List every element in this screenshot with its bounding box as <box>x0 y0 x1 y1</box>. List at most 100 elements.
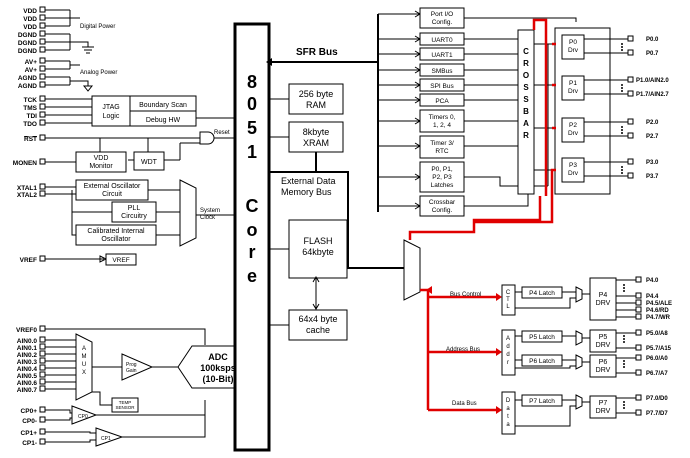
sfr-bus-label: SFR Bus <box>296 47 338 58</box>
pin-monen: MONEN <box>13 160 38 167</box>
svg-text:5: 5 <box>247 118 257 138</box>
red-external-bus: Bus Control Address Bus Data Bus <box>403 18 556 414</box>
pin-avplus-1: AV+ <box>25 59 38 66</box>
pin-p7-0: P7.0/D0 <box>646 396 668 402</box>
p5-latch-label: P5 Latch <box>529 334 555 341</box>
vref-box-label: VREF <box>112 257 129 264</box>
p4-driver-box <box>589 277 617 321</box>
reset-and-gate <box>199 131 215 145</box>
uart0-label: UART0 <box>431 37 453 44</box>
pin-vdd-3: VDD <box>23 24 37 31</box>
data-bus-label: Data Bus <box>452 401 477 407</box>
timer3-rtc-box <box>419 135 465 159</box>
pin-p4-4: P4.4 <box>646 294 659 300</box>
svg-text:S: S <box>523 83 529 92</box>
pin-tms: TMS <box>23 105 37 112</box>
pin-ain0-0: AIN0.0 <box>17 338 38 345</box>
p4-latch-label: P4 Latch <box>529 290 555 297</box>
pin-cp0-minus: CP0- <box>22 418 37 425</box>
svg-text:o: o <box>247 220 258 240</box>
svg-text:A: A <box>523 119 529 128</box>
pin-cp1-plus: CP1+ <box>21 430 38 437</box>
programmable-gain-amp <box>121 353 154 381</box>
svg-text:r: r <box>248 242 255 262</box>
comparator-cp1 <box>95 427 124 447</box>
pin-p7-7: P7.7/D7 <box>646 411 668 417</box>
bus-control-label: Bus Control <box>450 292 481 298</box>
pin-p4-7: P4.7/WR <box>646 315 671 321</box>
svg-text:O: O <box>523 71 529 80</box>
analog-power-pins: AV+ AV+ AGND AGND Analog Power <box>18 57 117 92</box>
core-label: 8 0 5 1 C o r e <box>246 72 259 286</box>
pca-label: PCA <box>435 98 449 105</box>
pin-ain0-6: AIN0.6 <box>17 380 38 387</box>
boundary-scan-label: Boundary Scan <box>139 102 187 109</box>
pin-vdd-1: VDD <box>23 8 37 15</box>
svg-text:R: R <box>523 131 529 140</box>
pin-cp0-plus: CP0+ <box>21 408 38 415</box>
pin-ain0-4: AIN0.4 <box>17 366 38 373</box>
svg-text:S: S <box>523 95 529 104</box>
cp0-label: CP0 <box>78 414 88 420</box>
pin-p4-0: P4.0 <box>646 278 659 284</box>
pin-vdd-2: VDD <box>23 16 37 23</box>
pin-p2-0: P2.0 <box>646 120 659 126</box>
pin-dgnd-1: DGND <box>18 32 37 39</box>
flash-box <box>288 219 348 279</box>
timers-label: Timers 0,1, 2, 4 <box>429 114 456 129</box>
pin-dgnd-3: DGND <box>18 48 37 55</box>
pin-tdi: TDI <box>27 113 38 120</box>
addr-box <box>501 329 516 376</box>
debug-hw-label: Debug HW <box>146 117 181 124</box>
pin-tck: TCK <box>24 97 38 104</box>
uart1-label: UART1 <box>431 52 453 59</box>
pin-p1-7: P1.7/AIN2.7 <box>636 92 669 98</box>
pin-tdo: TDO <box>23 121 37 128</box>
pin-xtal2: XTAL2 <box>17 192 37 199</box>
vref-box <box>105 253 137 266</box>
crossbar-box <box>517 29 535 195</box>
p3-driver-box <box>561 157 585 183</box>
p1-driver-box <box>561 75 585 101</box>
analog-power-label: Analog Power <box>80 70 117 76</box>
digital-power-pins: VDD VDD VDD DGND DGND DGND Digital Power <box>18 6 115 55</box>
svg-text:C: C <box>523 47 529 56</box>
address-bus-label: Address Bus <box>446 347 480 353</box>
vref-section: VREF VREF <box>20 253 137 266</box>
crossbar-label: C R O S S B A R <box>523 47 529 140</box>
svg-text:B: B <box>523 107 529 116</box>
pin-p4-5: P4.5/ALE <box>646 301 672 307</box>
svg-text:e: e <box>247 266 257 286</box>
pin-xtal1: XTAL1 <box>17 185 37 192</box>
ram-box <box>288 83 344 115</box>
pin-ain0-3: AIN0.3 <box>17 359 38 366</box>
pin-vref0: VREF0 <box>16 327 37 334</box>
pin-p0-7: P0.7 <box>646 51 659 57</box>
p7-latch-label: P7 Latch <box>529 398 555 405</box>
pin-p3-7: P3.7 <box>646 174 659 180</box>
ctl-box <box>501 284 516 316</box>
p0-driver-box <box>561 34 585 60</box>
